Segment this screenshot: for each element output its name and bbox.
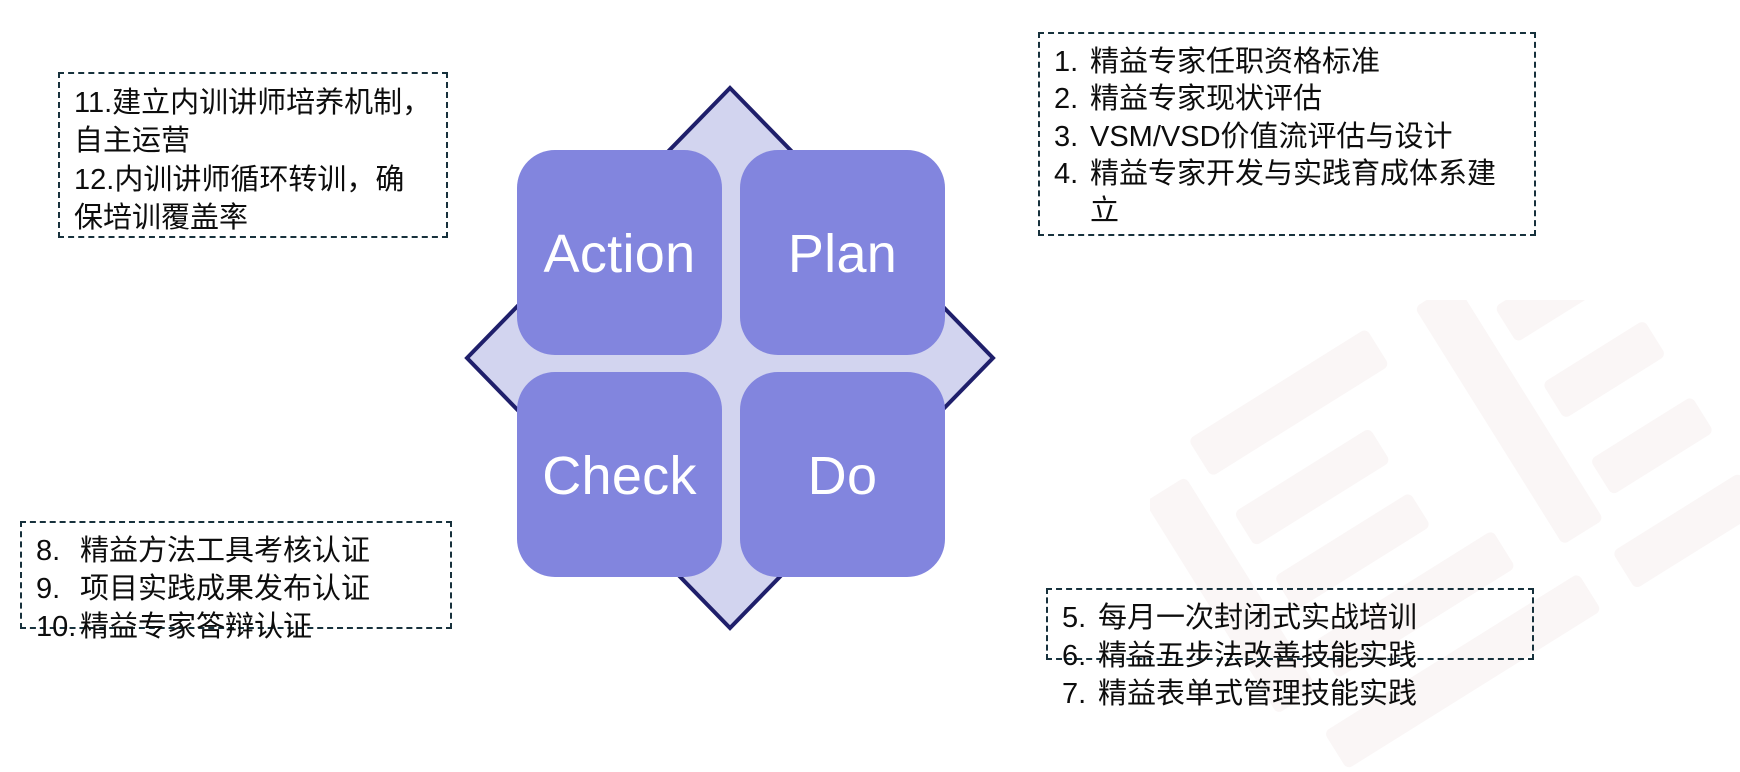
list-item-text: 精益专家开发与实践育成体系建	[1090, 157, 1497, 190]
list-item: 5. 每月一次封闭式实战培训	[1062, 600, 1520, 638]
list-item: 6. 精益五步法改善技能实践	[1062, 638, 1520, 676]
callout-line: 保培训覆盖率	[74, 201, 249, 234]
list-item-text: 精益方法工具考核认证	[80, 535, 371, 567]
callout-box-top-left: 11.建立内训讲师培养机制， 自主运营 12.内训讲师循环转训，确 保培训覆盖率	[58, 72, 448, 238]
pdca-cycle-diagram: Action Plan Check Do	[455, 75, 1055, 655]
quadrant-tile-plan	[740, 150, 945, 355]
callout-box-top-right: 1. 精益专家任职资格标准 2. 精益专家现状评估 3. VSM/VSD价值流评…	[1038, 32, 1536, 236]
callout-line: 12.内训讲师循环转训，确	[74, 163, 405, 196]
quadrant-tile-action	[517, 150, 722, 355]
quadrant-tile-check	[517, 372, 722, 577]
callout-line: 自主运营	[74, 125, 191, 158]
list-item: 7. 精益表单式管理技能实践	[1062, 676, 1520, 714]
list-item-number: 4.	[1054, 157, 1079, 190]
list-item-number: 6.	[1062, 639, 1087, 672]
pdca-shapes	[464, 85, 996, 631]
callout-box-bottom-left: 8. 精益方法工具考核认证 9. 项目实践成果发布认证 10. 精益专家答辩认证	[20, 521, 452, 643]
list-item-text: 精益专家任职资格标准	[1090, 46, 1381, 78]
list-item: 3. VSM/VSD价值流评估与设计	[1054, 119, 1522, 156]
callout-line: 11.建立内训讲师培养机制，	[74, 87, 432, 119]
list-item: 4. 精益专家开发与实践育成体系建	[1054, 156, 1522, 193]
list-item-number: 3.	[1054, 120, 1079, 153]
list-item-text: VSM/VSD价值流评估与设计	[1090, 120, 1453, 153]
list-item-text: 精益专家现状评估	[1090, 83, 1323, 116]
list-item: 2. 精益专家现状评估	[1054, 81, 1522, 118]
callout-box-bottom-right: 5. 每月一次封闭式实战培训 6. 精益五步法改善技能实践 7. 精益表单式管理…	[1046, 588, 1534, 710]
list-item-text: 项目实践成果发布认证	[80, 572, 371, 605]
list-item-text: 立	[1090, 195, 1120, 227]
quadrant-tile-do	[740, 372, 945, 577]
list-item-number: 2.	[1054, 83, 1079, 116]
list-item-number: 1.	[1054, 46, 1079, 78]
list-item-text: 每月一次封闭式实战培训	[1098, 602, 1418, 634]
list-item-number: 10.	[36, 610, 77, 643]
list-item-number: 8.	[36, 535, 61, 567]
list-item-text: 精益表单式管理技能实践	[1098, 677, 1418, 710]
list-item-text: 精益专家答辩认证	[80, 610, 313, 643]
list-item-number: 5.	[1062, 602, 1087, 634]
list-item: 1. 精益专家任职资格标准	[1054, 44, 1522, 81]
list-item: 10. 精益专家答辩认证	[36, 609, 438, 647]
list-item-text: 精益五步法改善技能实践	[1098, 639, 1418, 672]
list-item: 8. 精益方法工具考核认证	[36, 533, 438, 571]
list-item-continuation: 立	[1054, 193, 1522, 230]
list-item-number: 7.	[1062, 677, 1087, 710]
list-item-number: 9.	[36, 572, 61, 605]
list-item: 9. 项目实践成果发布认证	[36, 571, 438, 609]
